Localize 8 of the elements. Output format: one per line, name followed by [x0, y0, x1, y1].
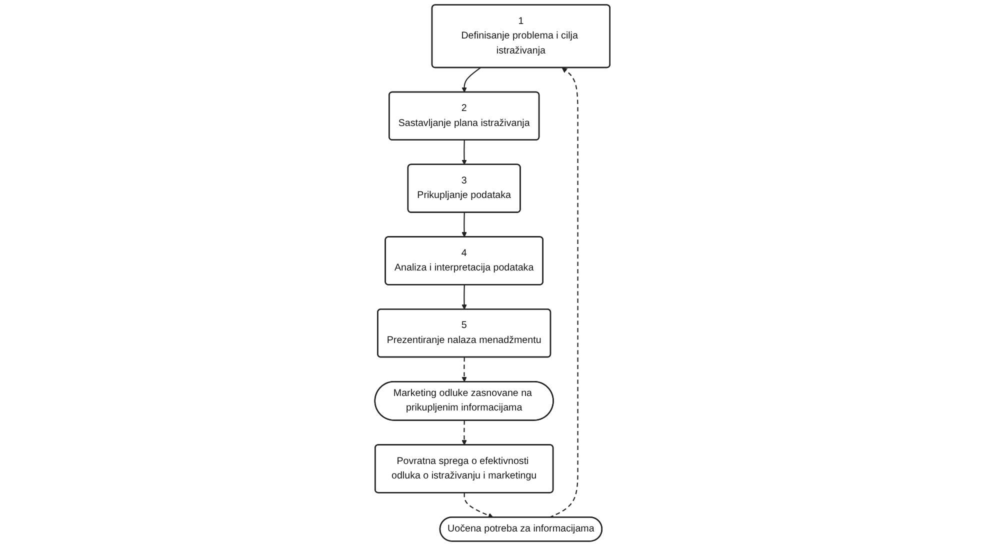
arrow [461, 67, 480, 93]
arrow [461, 284, 467, 310]
arrow [461, 357, 467, 382]
arrow [548, 68, 578, 518]
arrow [461, 212, 467, 238]
arrow [463, 492, 494, 518]
arrow [461, 140, 467, 165]
arrow [461, 420, 467, 446]
